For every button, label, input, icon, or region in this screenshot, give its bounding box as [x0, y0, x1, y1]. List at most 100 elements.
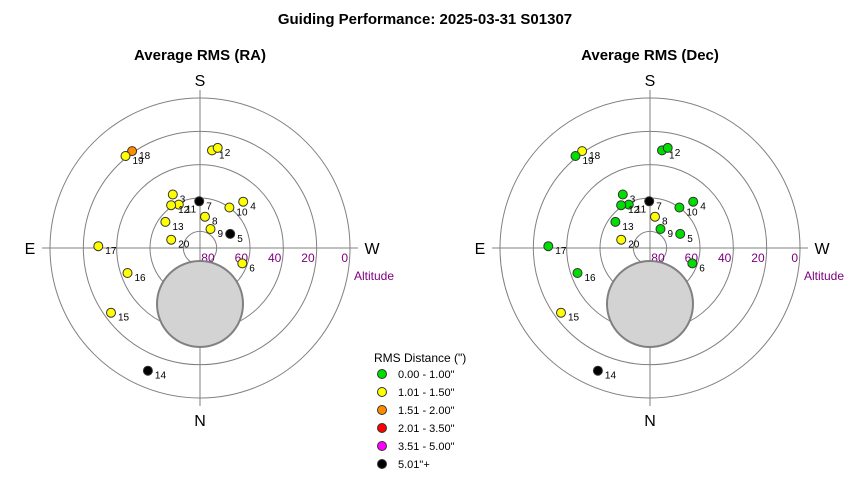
- data-point-label: 8: [212, 217, 218, 228]
- legend-item-label: 1.51 - 2.00": [398, 405, 455, 417]
- data-point: [687, 258, 698, 269]
- compass-west: W: [814, 241, 830, 258]
- compass-north: N: [644, 413, 656, 430]
- data-point: [142, 365, 153, 376]
- data-point-label: 12: [178, 205, 190, 216]
- compass-east: E: [25, 241, 36, 258]
- legend-item-label: 5.01"+: [398, 459, 430, 471]
- data-point-label: 1: [219, 150, 225, 161]
- compass-west: W: [364, 241, 380, 258]
- figure-title: Guiding Performance: 2025-03-31 S01307: [278, 11, 572, 28]
- legend-swatch: [377, 405, 387, 415]
- legend-title: RMS Distance ("): [374, 351, 466, 365]
- data-point-label: 19: [583, 156, 595, 167]
- data-point-label: 6: [699, 263, 705, 274]
- data-point: [167, 189, 178, 200]
- data-point: [675, 228, 686, 239]
- data-point: [238, 196, 249, 207]
- legend-swatch: [377, 387, 387, 397]
- data-point: [616, 234, 627, 245]
- data-point-label: 2: [675, 148, 681, 159]
- data-point-label: 16: [135, 273, 147, 284]
- data-point-label: 15: [568, 313, 580, 324]
- data-point: [616, 200, 627, 211]
- data-point-label: 17: [105, 246, 117, 257]
- data-point: [674, 202, 685, 213]
- data-point-label: 19: [133, 156, 145, 167]
- data-point: [166, 234, 177, 245]
- data-point: [577, 146, 588, 157]
- data-point-label: 13: [172, 222, 184, 233]
- data-point-label: 18: [589, 151, 601, 162]
- data-point-label: 20: [628, 240, 640, 251]
- compass-south: S: [645, 73, 656, 90]
- data-point-label: 12: [628, 205, 640, 216]
- compass-east: E: [475, 241, 486, 258]
- altitude-axis-label: Altitude: [354, 269, 394, 283]
- data-point-label: 7: [206, 201, 212, 212]
- data-point: [650, 211, 660, 222]
- data-point: [570, 151, 581, 161]
- legend-item-label: 0.00 - 1.00": [398, 369, 455, 381]
- legend-swatch: [377, 459, 387, 469]
- data-point: [237, 258, 248, 269]
- data-point: [106, 307, 116, 318]
- data-point: [122, 268, 133, 278]
- data-point-label: 6: [249, 263, 255, 274]
- data-point: [224, 202, 235, 213]
- data-point: [120, 151, 131, 161]
- data-point-label: 14: [155, 371, 167, 382]
- legend-swatch: [377, 441, 387, 451]
- altitude-tick-label: 0: [791, 251, 798, 265]
- data-point-label: 14: [605, 371, 617, 382]
- legend-item-label: 2.01 - 3.50": [398, 423, 455, 435]
- data-point-label: 5: [687, 234, 693, 245]
- data-point-label: 3: [180, 195, 186, 206]
- data-point: [93, 241, 104, 252]
- legend-swatch: [377, 369, 387, 379]
- data-point-label: 13: [622, 222, 634, 233]
- legend: RMS Distance (") 0.00 - 1.00" 1.01 - 1.50"…: [374, 351, 466, 471]
- data-point-label: 1: [669, 150, 675, 161]
- data-point: [127, 146, 138, 157]
- data-point-label: 20: [178, 240, 190, 251]
- data-point: [610, 216, 621, 227]
- data-point: [212, 142, 223, 153]
- data-point: [592, 365, 603, 376]
- data-point: [200, 211, 210, 222]
- legend-item-label: 1.01 - 1.50": [398, 387, 455, 399]
- data-point-label: 18: [139, 151, 151, 162]
- data-point: [655, 224, 666, 234]
- zenith-exclusion-disc: [606, 260, 694, 348]
- altitude-tick-label: 20: [301, 251, 315, 265]
- data-point: [225, 228, 236, 239]
- data-point-label: 11: [186, 205, 197, 216]
- data-point-label: 16: [585, 273, 597, 284]
- compass-north: N: [194, 413, 206, 430]
- data-point-label: 3: [630, 195, 636, 206]
- data-point-label: 2: [225, 148, 231, 159]
- data-point-label: 8: [662, 217, 668, 228]
- data-point: [166, 200, 177, 211]
- data-point-label: 10: [686, 208, 698, 219]
- data-point-label: 4: [250, 202, 256, 213]
- zenith-exclusion-disc: [156, 260, 244, 348]
- data-point-label: 7: [656, 201, 662, 212]
- altitude-tick-label: 40: [268, 251, 282, 265]
- data-point-label: 11: [636, 205, 647, 216]
- compass-south: S: [195, 73, 206, 90]
- data-point: [160, 216, 171, 227]
- altitude-tick-label: 40: [718, 251, 732, 265]
- altitude-tick-label: 0: [341, 251, 348, 265]
- panel-title: Average RMS (RA): [134, 47, 266, 64]
- data-point: [662, 142, 673, 153]
- data-point-label: 15: [118, 313, 130, 324]
- altitude-axis-label: Altitude: [804, 269, 844, 283]
- legend-swatch: [377, 423, 387, 433]
- data-point: [688, 196, 699, 207]
- data-point: [644, 196, 655, 207]
